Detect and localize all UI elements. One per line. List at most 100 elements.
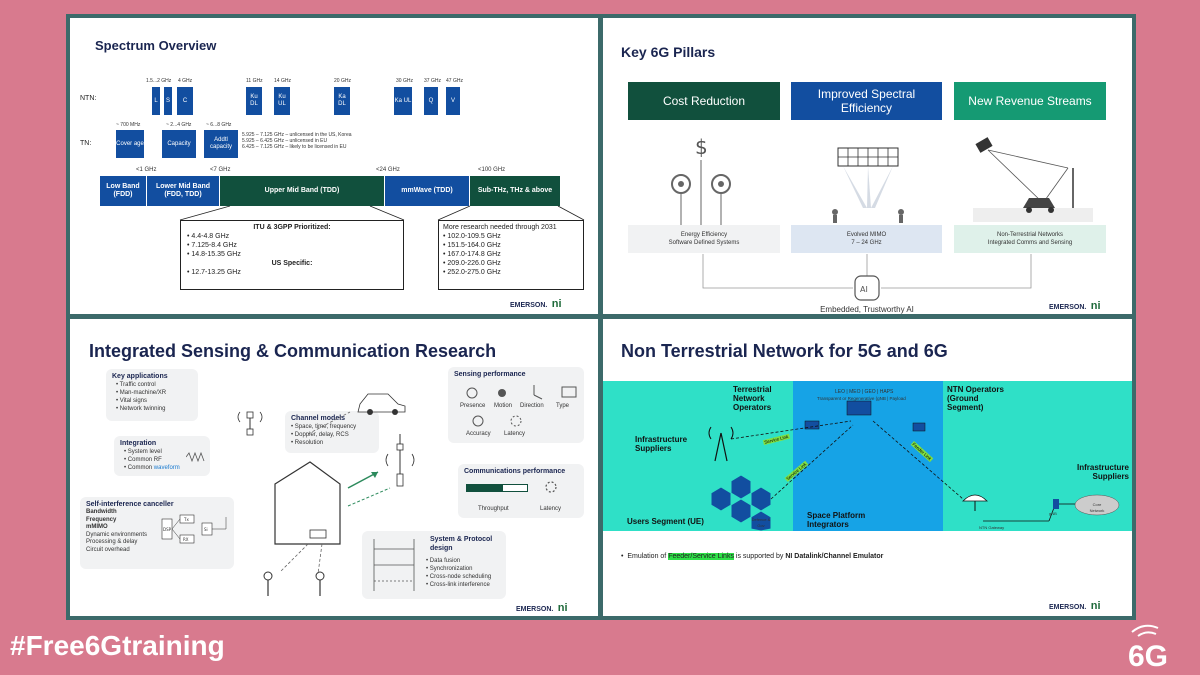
slide-title: Spectrum Overview (95, 38, 217, 53)
svg-text:Tx: Tx (183, 517, 189, 522)
metric-label: Latency (504, 431, 526, 437)
band-upper-mid: Upper Mid Band (TDD) (220, 176, 384, 206)
metric-label: Type (556, 403, 570, 409)
slide-title: Key 6G Pillars (621, 44, 716, 60)
freq-label: 14 GHz (274, 78, 291, 84)
ai-connector-lines: AI (702, 254, 1032, 301)
throughput-fill (467, 485, 503, 491)
freq-label: 20 GHz (334, 78, 351, 84)
channel-models-card: Channel models Space, time, frequency Do… (285, 411, 379, 453)
freq-label: ~ 700 MHz (116, 122, 141, 128)
ntn-emulation-note: • Emulation of Feeder/Service Links is s… (621, 553, 884, 560)
svg-text:$: $ (695, 136, 708, 159)
freq-label: 30 GHz (396, 78, 413, 84)
research-list: 102.0-109.5 GHz 151.5-164.0 GHz 167.0-17… (443, 232, 579, 277)
cell-tower-icon (708, 426, 734, 462)
key-6g-pillars-slide: Key 6G Pillars Cost Reduction Improved S… (603, 18, 1132, 314)
sensing-scene-illustration (237, 393, 415, 596)
ntn-band-box: C (177, 87, 193, 115)
card-title: Self-interference canceller (86, 501, 174, 508)
region-label: Users Segment (UE) (627, 517, 704, 526)
freq-label: ~ 6...8 GHz (206, 122, 232, 128)
key-applications-card: Key applications Traffic control Man-mac… (106, 369, 198, 421)
ntn-band-box: L (152, 87, 160, 115)
communications-performance-card: Communications performance Throughput La… (458, 464, 584, 518)
region-label: NTN Operators (Ground Segment) (947, 385, 1004, 412)
ntn-slide: Non Terrestrial Network for 5G and 6G Te… (603, 319, 1132, 616)
sic-list: Bandwidth Frequency mMIMO Dynamic enviro… (86, 509, 148, 553)
ntn-band-box: S (164, 87, 172, 115)
orbit-sub-label: Transparent or Regenerative (gNB | Paylo… (817, 396, 906, 401)
pillar-sub-revenue: Non-Terrestrial Networks Integrated Comm… (954, 225, 1106, 253)
metric-label: Presence (460, 403, 486, 409)
gnb-label: gNB (1049, 511, 1057, 516)
threshold-label: <7 GHz (210, 167, 231, 173)
slide-title: Non Terrestrial Network for 5G and 6G (621, 341, 948, 361)
card-title: System & Protocol design (430, 536, 493, 552)
channel-list: Space, time, frequency Doppler, delay, R… (291, 423, 373, 447)
integration-card: Integration System level Common RF Commo… (114, 436, 210, 476)
footer-logo: EMERSON. ni (1049, 600, 1101, 612)
card-title: Communications performance (464, 468, 566, 475)
sensing-performance-card: Sensing performance Presence Motion Dire… (448, 367, 584, 443)
card-title: Key applications (112, 373, 168, 380)
pillar-spectral-efficiency: Improved Spectral Efficiency (791, 82, 942, 120)
tn-label: TN: (80, 140, 92, 147)
core-network-label: Core Network (1089, 502, 1105, 513)
footer-logo: EMERSON. ni (510, 298, 562, 310)
region-label: Infrastructure Suppliers (635, 435, 688, 453)
footer-logo: EMERSON. ni (1049, 300, 1101, 312)
ntn-label: NTN: (80, 95, 97, 102)
callout-lines (179, 205, 585, 221)
band-mmwave: mmWave (TDD) (385, 176, 469, 206)
user-hexagons (710, 474, 772, 531)
metric-label: Latency (540, 506, 562, 512)
metric-label: Throughput (478, 506, 509, 512)
footer-logo: EMERSON. ni (516, 602, 568, 614)
threshold-label: <1 GHz (136, 167, 157, 173)
ntn-band-box: Ka DL (334, 87, 350, 115)
waveform-icon (186, 452, 205, 462)
latency-spinner-icon (545, 481, 557, 493)
orbit-label: LEO | MEO | GEO | HAPS (835, 389, 894, 395)
gears-dollar-icon: $ (671, 136, 731, 226)
itu-box: ITU & 3GPP Prioritized: 4.4-4.8 GHz 7.12… (180, 220, 404, 290)
card-title: Sensing performance (454, 371, 526, 378)
isac-research-slide: Integrated Sensing & Communication Resea… (70, 319, 598, 616)
region-label: Infrastructure Suppliers (1076, 463, 1129, 481)
region-label: Terrestrial Network Operators (733, 385, 772, 412)
ntn-satellite-car-icon (973, 137, 1093, 222)
freq-label: 47 GHz (446, 78, 463, 84)
research-title: More research needed through 2031 (443, 224, 557, 231)
gateway-label: NTN Gateway (979, 525, 1005, 530)
itu-title: ITU & 3GPP Prioritized: (253, 224, 331, 231)
ai-label: Embedded, Trustworthy AI (820, 305, 914, 314)
ntn-band-box: V (446, 87, 460, 115)
pillar-cost-reduction: Cost Reduction (628, 82, 780, 120)
throughput-bar (466, 484, 528, 492)
key-app-list: Traffic control Man-machine/XR Vital sig… (116, 381, 192, 413)
freq-label: 4 GHz (178, 78, 193, 84)
ntn-band-box: Ku UL (274, 87, 290, 115)
mimo-antenna-icon (832, 147, 904, 223)
defence-label: Defence & Gov (751, 517, 771, 528)
freq-label: 37 GHz (424, 78, 441, 84)
system-protocol-card: System & Protocol design Data fusion Syn… (362, 531, 506, 599)
spectrum-overview-slide: Spectrum Overview NTN: TN: 1.5...2 GHz 4… (70, 18, 598, 314)
band-lower-mid: Lower Mid Band (FDD, TDD) (147, 176, 219, 206)
band-low: Low Band (FDD) (100, 176, 146, 206)
sys-list: Data fusion Synchronization Cross-node s… (426, 557, 491, 589)
band-subthz: Sub-THz, THz & above (470, 176, 560, 206)
svg-text:Si: Si (204, 527, 208, 532)
svg-text:RX: RX (183, 537, 189, 542)
tn-band-box: Addtl capacity (204, 130, 238, 158)
threshold-label: <100 GHz (478, 167, 506, 173)
ntn-band-box: Ku DL (246, 87, 262, 115)
protocol-sequence-icon (373, 539, 415, 591)
self-interference-card: Self-interference canceller Bandwidth Fr… (80, 497, 234, 569)
svg-text:AI: AI (860, 285, 868, 294)
tn-band-box: Cover age (116, 130, 144, 158)
ntn-diagram (708, 400, 1120, 531)
pillar-revenue: New Revenue Streams (954, 82, 1106, 120)
ntn-band-box: Ka UL (394, 87, 412, 115)
